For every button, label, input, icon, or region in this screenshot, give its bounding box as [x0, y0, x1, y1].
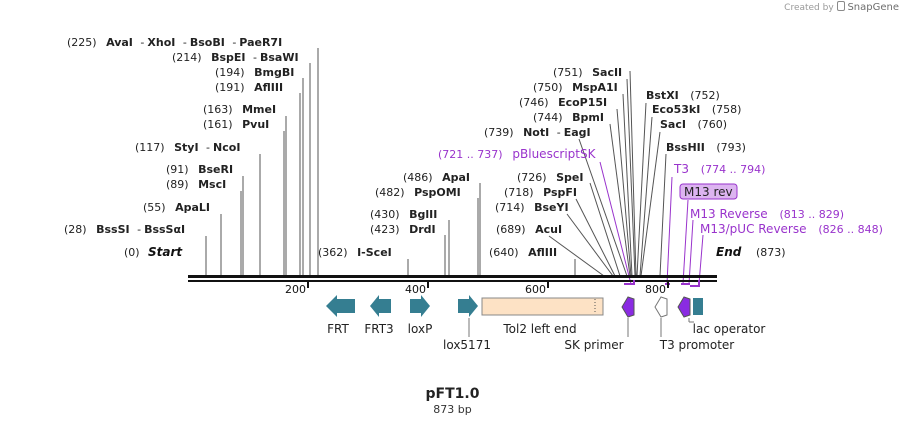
site-row-751[interactable]: (751) SacII [553, 66, 622, 79]
site-row-28[interactable]: (28) BssSI -BssSαI [64, 223, 185, 236]
site-row-423[interactable]: (423) DrdI [370, 223, 436, 236]
site-row-225[interactable]: (225) AvaI -XhoI -BsoBI -PaeR7I [67, 36, 282, 49]
right-sites: BstXI (752) Eco53kI (758) SacI (760) Bss… [646, 89, 746, 154]
start-label: Start [148, 245, 183, 259]
site-row-117[interactable]: (117) StyI -NcoI [135, 141, 240, 154]
middle-sites: (486) ApaI (482) PspOMI (430) BglII (423… [370, 66, 622, 259]
site-row-714[interactable]: (714) BseYI [495, 201, 569, 214]
site-row-689[interactable]: (689) AcuI [496, 223, 562, 236]
m13-promoter-arrow-icon[interactable] [677, 296, 691, 318]
primer-label-m13-puc-reverse[interactable]: M13/pUC Reverse (826 .. 848) [700, 222, 883, 236]
feature-label-loxp[interactable]: loxP [408, 322, 433, 336]
feature-track [326, 295, 703, 337]
ruler-tick-400: 400 [405, 283, 426, 296]
plasmid-length: 873 bp [433, 403, 472, 416]
feature-label-frt[interactable]: FRT [327, 322, 349, 336]
site-row-482[interactable]: (482) PspOMI [375, 186, 461, 199]
primer-label-pbluescriptsk[interactable]: (721 .. 737) pBluescriptSK [438, 147, 597, 161]
site-row-718[interactable]: (718) PspFI [504, 186, 577, 199]
ruler-tick-200: 200 [285, 283, 306, 296]
start-pos: (0) [124, 246, 140, 259]
site-row-744[interactable]: (744) BpmI [533, 111, 604, 124]
site-row-486[interactable]: (486) ApaI [403, 171, 470, 184]
site-row-758[interactable]: Eco53kI (758) [652, 103, 741, 116]
backbone-bottom-strand [188, 280, 717, 282]
site-row-55[interactable]: (55) ApaLI [143, 201, 210, 214]
site-row-746[interactable]: (746) EcoP15I [519, 96, 607, 109]
site-row-214[interactable]: (214) BspEI -BsaWI [172, 51, 299, 64]
feature-label-t3-promoter[interactable]: T3 promoter [659, 338, 735, 352]
frt3-arrow-icon[interactable] [370, 295, 391, 317]
loxp-arrow-icon[interactable] [410, 295, 430, 317]
site-row-793[interactable]: BssHII (793) [666, 141, 746, 154]
primer-label-t3[interactable]: T3 (774 .. 794) [673, 162, 765, 176]
end-pos: (873) [756, 246, 786, 259]
site-row-89[interactable]: (89) MscI [166, 178, 226, 191]
plasmid-name: pFT1.0 [425, 386, 480, 402]
t3-promoter-arrow-icon[interactable] [654, 296, 668, 318]
snapgene-watermark: Created by SnapGene [784, 1, 899, 13]
feature-label-frt3[interactable]: FRT3 [364, 322, 393, 336]
feature-label-lox5171[interactable]: lox5171 [443, 338, 491, 352]
left-sites: (225) AvaI -XhoI -BsoBI -PaeR7I (214) Bs… [64, 36, 392, 259]
lox5171-arrow-icon[interactable] [458, 295, 478, 317]
primer-labels: (721 .. 737) pBluescriptSK T3 (774 .. 79… [438, 147, 883, 236]
site-row-161[interactable]: (161) PvuI [203, 118, 269, 131]
ruler-tick-600: 600 [525, 283, 546, 296]
site-row-726[interactable]: (726) SpeI [517, 171, 583, 184]
m13-rev-highlight[interactable] [679, 183, 738, 200]
backbone-top-strand [188, 275, 717, 278]
feature-label-tol2-left-end[interactable]: Tol2 left end [502, 322, 576, 336]
sequence-ends: (0) Start End (873) [124, 245, 786, 259]
site-row-760[interactable]: SacI (760) [660, 118, 727, 131]
feature-label-sk-primer[interactable]: SK primer [564, 338, 623, 352]
site-row-430[interactable]: (430) BglII [370, 208, 437, 221]
frt-arrow-icon[interactable] [326, 295, 355, 317]
sk-primer-arrow-icon[interactable] [621, 296, 635, 318]
site-row-640[interactable]: (640) AflIII [489, 246, 557, 259]
end-label: End [716, 245, 742, 259]
site-row-750[interactable]: (750) MspA1I [533, 81, 618, 94]
site-row-752[interactable]: BstXI (752) [646, 89, 720, 102]
site-row-91[interactable]: (91) BseRI [166, 163, 233, 176]
ruler: 200 400 600 800 [285, 282, 669, 296]
site-row-163[interactable]: (163) MmeI [203, 103, 276, 116]
feature-label-lac-operator[interactable]: lac operator [693, 322, 766, 336]
ruler-tick-800: 800 [645, 283, 666, 296]
primer-label-m13-reverse[interactable]: M13 Reverse (813 .. 829) [690, 207, 844, 221]
site-row-194[interactable]: (194) BmgBI [215, 66, 294, 79]
site-row-191[interactable]: (191) AflIII [215, 81, 283, 94]
snapgene-logo-icon [836, 1, 845, 11]
tol2-left-end-box[interactable] [481, 297, 604, 316]
site-row-739[interactable]: (739) NotI -EagI [484, 126, 591, 139]
watermark-prefix: Created by [784, 3, 834, 13]
watermark-brand: SnapGene [847, 2, 899, 13]
site-lines [205, 48, 667, 277]
feature-labels: FRT FRT3 loxP lox5171 Tol2 left end SK p… [327, 322, 765, 352]
primer-lines [599, 161, 704, 285]
lac-operator-box[interactable] [693, 298, 703, 315]
site-row-362[interactable]: (362) I-SceI [318, 246, 392, 259]
primer-label-m13-rev[interactable]: M13 rev [684, 185, 733, 199]
